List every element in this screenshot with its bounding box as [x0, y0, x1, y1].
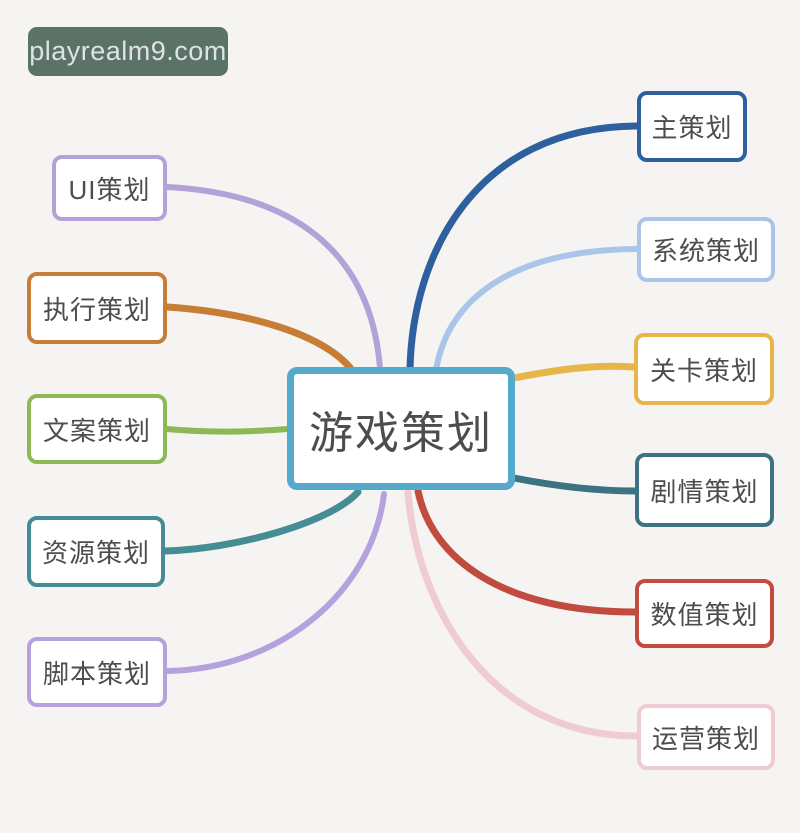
node-level-planner: 关卡策划: [634, 333, 774, 405]
edge-system-planner: [433, 246, 640, 373]
node-numeric-planner-label: 数值策划: [650, 600, 759, 630]
node-lead-planner: 主策划: [637, 91, 747, 162]
node-numeric-planner: 数值策划: [635, 579, 774, 648]
node-ui-planner: UI策划: [52, 155, 167, 221]
watermark-badge: playrealm9.com: [28, 27, 228, 76]
edge-numeric-planner: [414, 487, 639, 616]
node-game-planning-root-label: 游戏策划: [309, 408, 493, 458]
node-operations-planner: 运营策划: [637, 704, 775, 770]
edge-narrative-planner: [510, 474, 639, 495]
node-ui-planner-label: UI策划: [68, 174, 151, 205]
node-copywriting-planner: 文案策划: [27, 394, 167, 464]
edge-script-planner: [164, 491, 387, 674]
node-system-planner: 系统策划: [637, 217, 775, 282]
node-narrative-planner: 剧情策划: [635, 453, 774, 527]
edge-execution-planner: [163, 303, 356, 374]
edge-copywriting-planner: [164, 426, 291, 435]
node-lead-planner-label: 主策划: [651, 113, 733, 143]
node-game-planning-root: 游戏策划: [287, 367, 515, 490]
node-operations-planner-label: 运营策划: [651, 723, 760, 754]
node-system-planner-label: 系统策划: [651, 236, 760, 266]
node-resource-planner: 资源策划: [27, 516, 165, 587]
node-copywriting-planner-label: 文案策划: [42, 415, 151, 446]
node-resource-planner-label: 资源策划: [41, 538, 150, 568]
edge-ui-planner: [164, 184, 383, 371]
node-execution-planner: 执行策划: [27, 272, 167, 344]
node-execution-planner-label: 执行策划: [42, 294, 151, 325]
node-narrative-planner-label: 剧情策划: [650, 476, 759, 507]
edge-operations-planner: [404, 489, 641, 740]
edge-level-planner: [510, 362, 638, 382]
node-script-planner: 脚本策划: [27, 637, 167, 707]
edge-lead-planner: [406, 122, 641, 374]
node-level-planner-label: 关卡策划: [649, 355, 758, 386]
edge-resource-planner: [161, 488, 362, 555]
node-script-planner-label: 脚本策划: [42, 658, 151, 689]
